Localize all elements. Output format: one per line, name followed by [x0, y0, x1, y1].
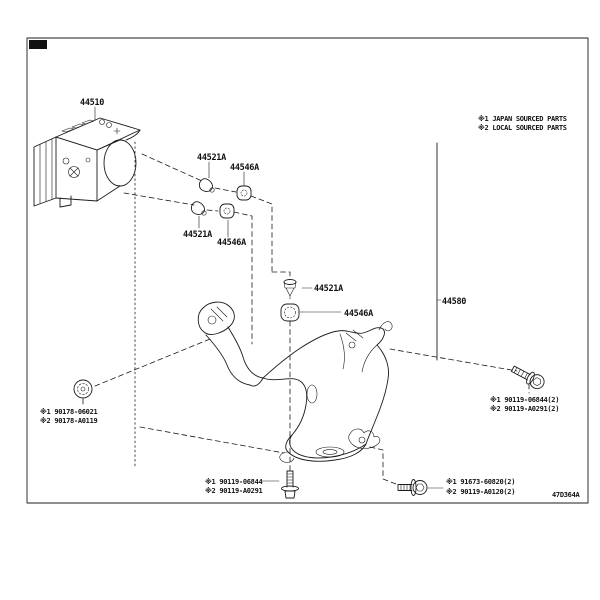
- page-frame: [26, 37, 589, 504]
- label-nut-left-1: ※1 90178-06021: [40, 407, 97, 416]
- bracket-drawing: [197, 301, 393, 463]
- note-japan-sourced: ※1 JAPAN SOURCED PARTS: [478, 114, 567, 123]
- clip-44521a-mid-drawing: [190, 201, 207, 216]
- label-44521a-top: 44521A: [197, 153, 226, 163]
- diagram-code: 47D364A: [552, 491, 580, 499]
- flange-bolt-right-drawing: [510, 365, 545, 390]
- label-44546a-top: 44546A: [230, 163, 259, 173]
- corner-tab: [29, 40, 47, 49]
- flange-bolt-bottom-drawing: [281, 470, 299, 499]
- label-bolt-corner-2: ※2 90119-A0120(2): [446, 487, 515, 496]
- clip-44521a-center-drawing: [283, 279, 297, 300]
- flange-nut-left-drawing: [73, 379, 93, 399]
- label-bolt-right-1: ※1 90119-06844(2): [490, 395, 559, 404]
- label-bolt-bottom-1: ※1 90119-06844: [205, 477, 262, 486]
- grommet-44546a-top-drawing: [236, 185, 252, 201]
- assembly-dashed-lines: [82, 141, 530, 485]
- label-bolt-bottom-2: ※2 90119-A0291: [205, 486, 262, 495]
- label-44546a-mid: 44546A: [217, 238, 246, 248]
- label-nut-left-2: ※2 90178-A0119: [40, 416, 97, 425]
- label-44521a-center: 44521A: [314, 284, 343, 294]
- grommet-44546a-mid-drawing: [219, 203, 235, 219]
- label-bolt-right-2: ※2 90119-A0291(2): [490, 404, 559, 413]
- grommet-44546a-center-drawing: [280, 303, 300, 322]
- label-44546a-center: 44546A: [344, 309, 373, 319]
- abs-actuator-drawing: [33, 117, 141, 208]
- flange-bolt-corner-drawing: [397, 479, 428, 496]
- clip-44521a-top-drawing: [198, 178, 215, 193]
- note-local-sourced: ※2 LOCAL SOURCED PARTS: [478, 123, 567, 132]
- label-44521a-mid: 44521A: [183, 230, 212, 240]
- label-bolt-corner-1: ※1 91673-60820(2): [446, 477, 515, 486]
- label-44580: 44580: [442, 297, 466, 307]
- label-44510: 44510: [80, 98, 104, 108]
